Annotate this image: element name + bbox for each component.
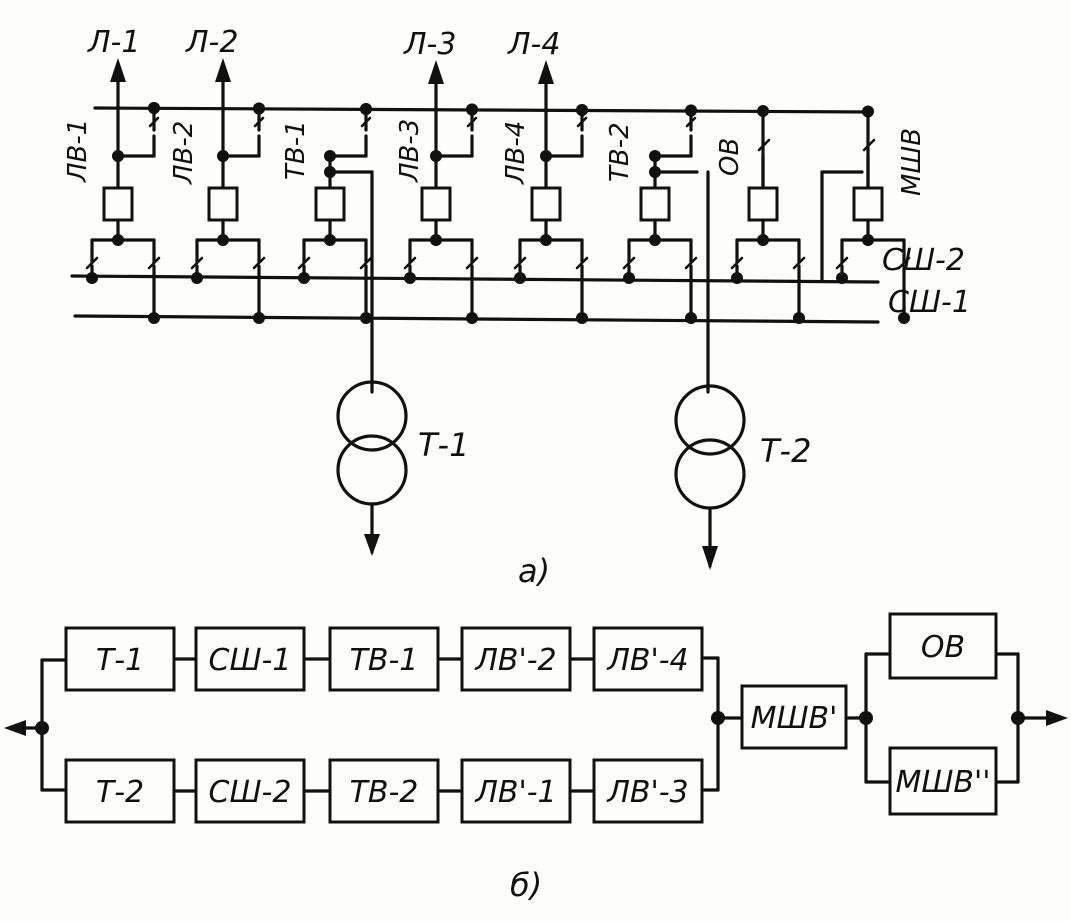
- caption-a: а): [518, 552, 550, 590]
- block-r2-1-label: Т-2: [96, 775, 144, 810]
- block-mshv-double-prime: МШВ'': [888, 746, 998, 816]
- block-r1-4: ЛВ'-2: [460, 626, 572, 692]
- transformer-label-t1: Т-1: [418, 426, 469, 464]
- transformer-t1: [336, 380, 408, 556]
- bus-2: [70, 274, 880, 284]
- bay-mshv: [820, 105, 911, 324]
- block-r2-1: Т-2: [64, 758, 176, 824]
- block-r1-2: СШ-1: [194, 626, 306, 692]
- block-mshv-prime-label: МШВ': [751, 701, 838, 736]
- block-r1-4-label: ЛВ'-2: [474, 643, 556, 678]
- block-r1-3-label: ТВ-1: [350, 643, 419, 678]
- bay-label-lv3: ЛВ-3: [395, 119, 425, 183]
- bay-tv1: [297, 103, 373, 324]
- bay-label-lv1: ЛВ-1: [63, 119, 93, 183]
- line-arrows: [110, 58, 554, 160]
- bay-label-tv1: ТВ-1: [281, 120, 311, 180]
- block-r2-3-label: ТВ-2: [350, 775, 419, 810]
- blocks-group: Т-1 СШ-1 ТВ-1 ЛВ'-2 ЛВ'-4Т-2 СШ-2 ТВ-2 ЛВ'-1 ЛВ'…: [64, 612, 998, 824]
- line-label-l4: Л-4: [507, 27, 560, 62]
- bay-label-lv4: ЛВ-4: [501, 121, 531, 185]
- bus-label-1: СШ-1: [888, 285, 971, 320]
- block-r1-3: ТВ-1: [328, 626, 440, 692]
- bus-label-2: СШ-2: [882, 243, 965, 278]
- input-arrow: [4, 720, 26, 736]
- block-r1-1: Т-1: [64, 626, 176, 692]
- bay-label-ov: ОВ: [715, 138, 745, 176]
- block-r1-2-label: СШ-1: [209, 643, 292, 678]
- block-ov-label: ОВ: [921, 630, 965, 665]
- part-b-block-diagram: Т-1 СШ-1 ТВ-1 ЛВ'-2 ЛВ'-4Т-2 СШ-2 ТВ-2 ЛВ'-1 ЛВ'…: [4, 612, 1068, 904]
- bay-lv3: [403, 103, 479, 324]
- bay-label-lv2: ЛВ-2: [169, 121, 199, 185]
- line-label-l1: Л-1: [87, 25, 140, 60]
- block-r2-2: СШ-2: [194, 758, 306, 824]
- block-mshv-double-prime-label: МШВ'': [895, 765, 990, 800]
- bay-label-tv2: ТВ-2: [605, 122, 635, 182]
- block-r2-4: ЛВ'-1: [460, 758, 572, 824]
- caption-b: б): [510, 866, 542, 904]
- block-ov: ОВ: [888, 612, 998, 680]
- block-r2-4-label: ЛВ'-1: [474, 775, 556, 810]
- output-arrow: [1046, 710, 1068, 726]
- bay-lv2: [190, 102, 266, 324]
- block-r2-3: ТВ-2: [328, 758, 440, 824]
- block-r1-5: ЛВ'-4: [592, 626, 704, 692]
- bay-lv1: [85, 102, 161, 324]
- line-label-l3: Л-3: [403, 27, 456, 62]
- bay-ov: [730, 105, 806, 324]
- block-r2-5-label: ЛВ'-3: [606, 775, 688, 810]
- transformer-t2: [674, 384, 746, 570]
- block-r2-2-label: СШ-2: [209, 775, 292, 810]
- block-r2-5: ЛВ'-3: [592, 758, 704, 824]
- bays-group: [85, 102, 911, 324]
- bay-label-mshv: МШВ: [897, 128, 927, 196]
- block-mshv-prime: МШВ': [740, 684, 848, 750]
- left-junction: [35, 721, 49, 735]
- bay-tv2: [622, 104, 698, 324]
- transformer-label-t2: Т-2: [760, 432, 811, 470]
- part-a-schematic: Л-1 Л-2 Л-3 Л-4 ЛВ-1 ЛВ-2 ТВ-1 ЛВ-3 ЛВ-4…: [63, 25, 971, 590]
- block-r1-1-label: Т-1: [96, 643, 144, 678]
- bypass-bus: [93, 106, 874, 114]
- block-r1-5-label: ЛВ'-4: [606, 643, 688, 678]
- line-label-l2: Л-2: [185, 25, 238, 60]
- bay-lv4: [513, 104, 589, 324]
